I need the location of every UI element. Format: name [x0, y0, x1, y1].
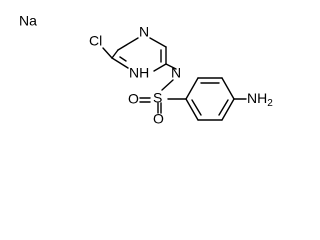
oxygen-bottom-label: O	[153, 111, 164, 127]
chemical-structure: Na Cl N NH N S O O NH2	[19, 13, 273, 127]
pyrazine-n-label: N	[139, 24, 149, 40]
bond-ring-top-left	[117, 37, 139, 51]
pyrazine-nh-label: NH	[129, 65, 149, 81]
amino-label: NH2	[247, 90, 273, 109]
sulfur-label: S	[153, 90, 162, 106]
amino-nh: NH	[247, 90, 267, 106]
amide-n-label: N	[171, 65, 181, 81]
benzene-ring	[185, 77, 235, 121]
chlorine-label: Cl	[89, 33, 102, 49]
bond-benz-4	[221, 98, 235, 121]
sodium-label: Na	[19, 13, 37, 29]
oxygen-left-label: O	[128, 91, 139, 107]
bond-ring-top-right	[149, 37, 167, 48]
bond-n-s	[161, 79, 174, 91]
bond-ring-left-double	[119, 56, 127, 62]
bond-benz-6	[185, 98, 199, 121]
bond-ring-bottom-right	[153, 63, 167, 72]
bond-benz-1	[185, 77, 199, 100]
bond-ring-left	[111, 49, 119, 59]
bond-benz-inner-3	[191, 99, 202, 116]
bond-c-cl	[102, 47, 113, 59]
bond-benz-3	[221, 77, 235, 100]
bond-ring-bottom-left	[111, 57, 129, 69]
amino-subscript: 2	[267, 98, 273, 109]
bond-c-n-amide	[165, 63, 177, 70]
pyrazine-ring	[111, 37, 167, 72]
bond-benz-inner-2	[218, 99, 229, 116]
